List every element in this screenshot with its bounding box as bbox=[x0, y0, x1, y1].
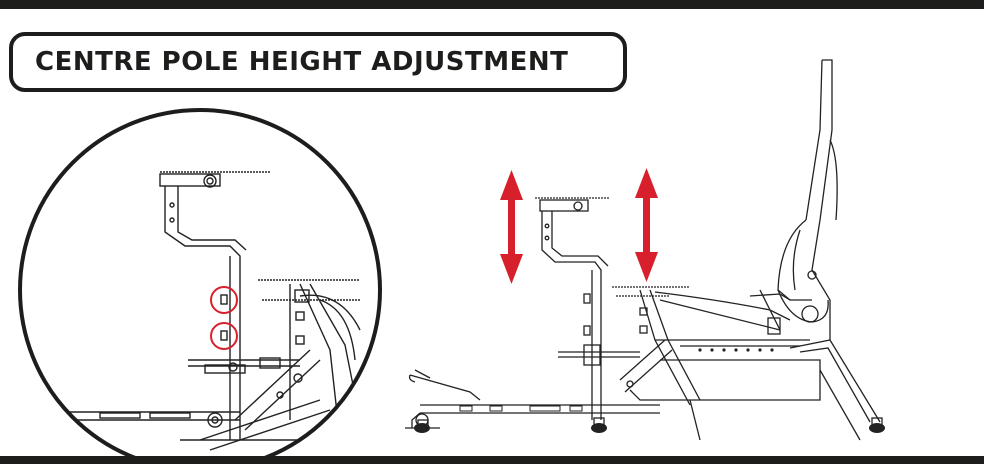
page-title: CENTRE POLE HEIGHT ADJUSTMENT bbox=[35, 47, 569, 77]
arrow-left bbox=[500, 170, 523, 284]
arrow-right bbox=[635, 168, 658, 282]
full-rig-view bbox=[405, 59, 883, 441]
title-box: CENTRE POLE HEIGHT ADJUSTMENT bbox=[9, 32, 627, 92]
top-rule bbox=[0, 0, 984, 9]
caster-wheels bbox=[414, 423, 885, 433]
detail-circle bbox=[18, 108, 382, 464]
highlight-ring-lower bbox=[210, 322, 238, 350]
detail-view bbox=[60, 171, 380, 451]
bottom-rule bbox=[0, 456, 984, 464]
highlight-ring-upper bbox=[210, 286, 238, 314]
